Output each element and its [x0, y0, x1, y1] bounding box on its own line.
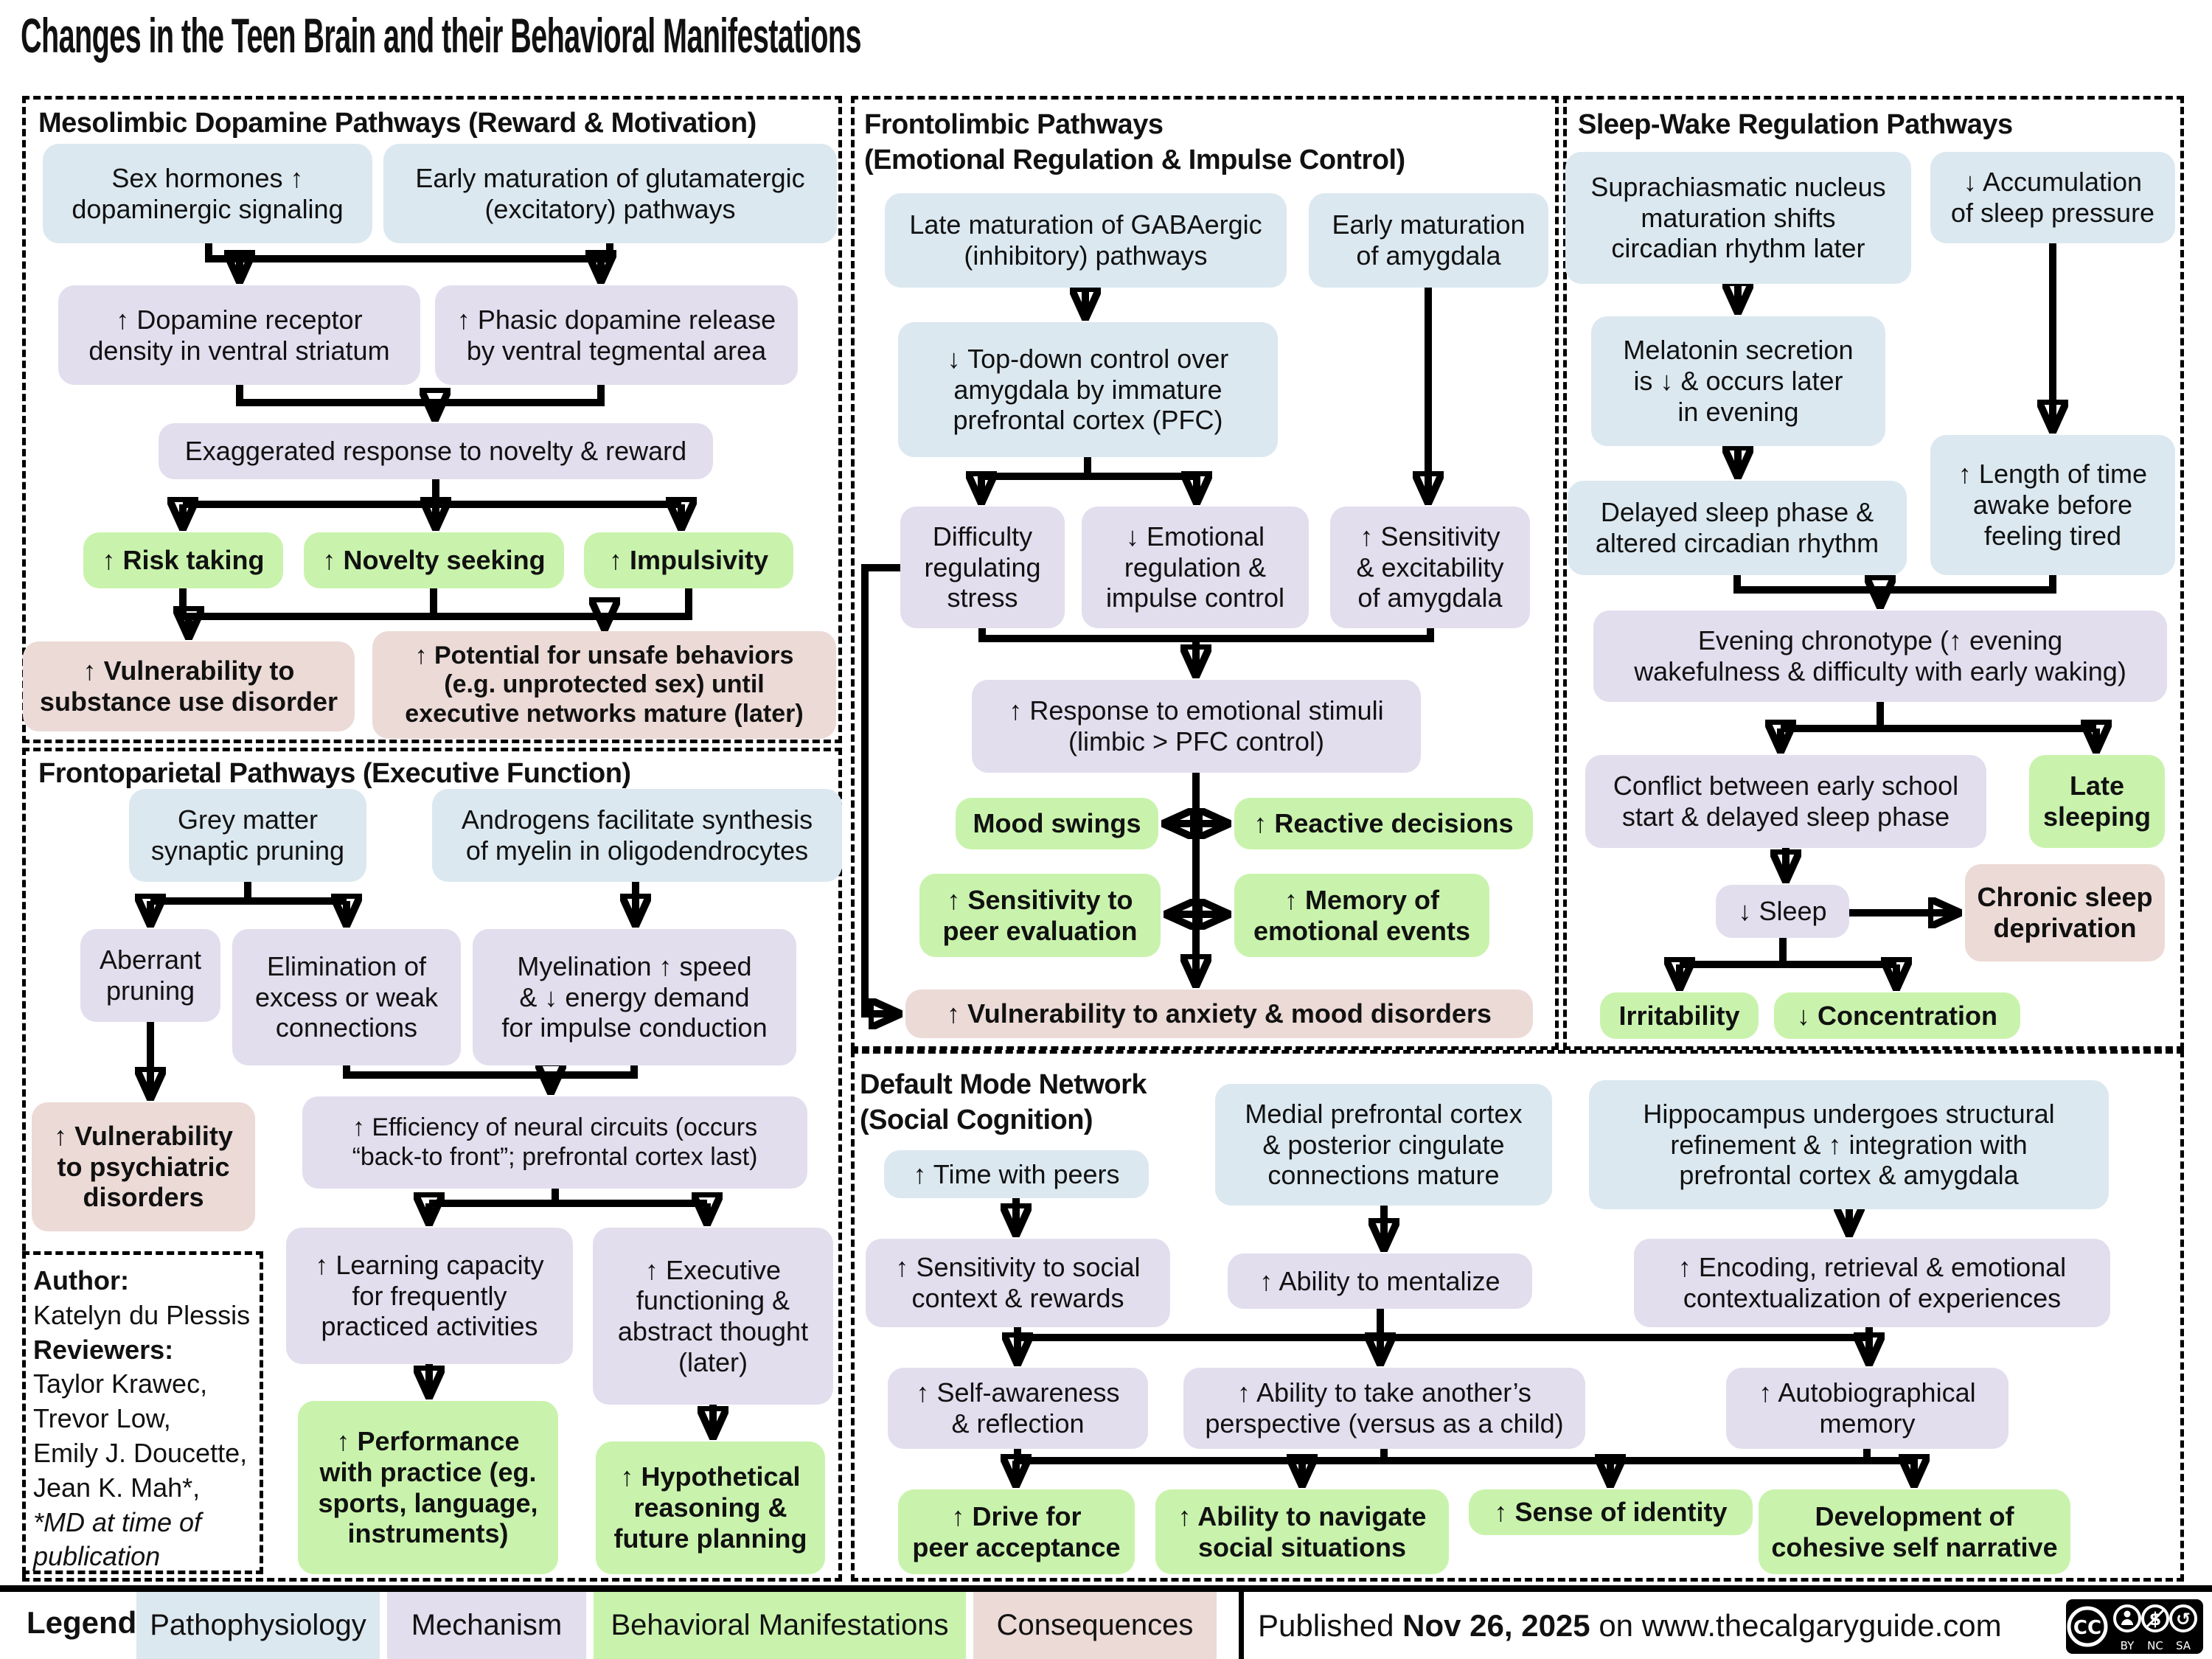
node-risk-taking: ↑ Risk taking — [83, 532, 283, 588]
cc-sa-label: SA — [2176, 1639, 2191, 1652]
node-psychiatric: ↑ Vulnerability to psychiatric disorders — [32, 1102, 255, 1231]
author-note: *MD at time of publication — [33, 1506, 202, 1572]
node-response-stimuli: ↑ Response to emotional stimuli (limbic … — [972, 680, 1421, 773]
node-sensitivity-amygdala: ↑ Sensitivity & excitability of amygdala — [1330, 507, 1530, 628]
node-learning-capacity: ↑ Learning capacity for frequently pract… — [286, 1228, 573, 1364]
node-sense-identity: ↑ Sense of identity — [1469, 1489, 1753, 1535]
legend-pathophysiology: Pathophysiology — [136, 1592, 380, 1659]
footer-divider-line — [0, 1585, 2212, 1592]
node-substance-use: ↑ Vulnerability to substance use disorde… — [23, 641, 355, 731]
sharealike-icon: ↺ — [2169, 1604, 2197, 1632]
node-length-awake: ↑ Length of time awake before feeling ti… — [1930, 435, 2175, 575]
node-elimination: Elimination of excess or weak connection… — [232, 929, 461, 1065]
cc-icon: CC — [2067, 1606, 2108, 1647]
node-drive-peer: ↑ Drive for peer acceptance — [898, 1489, 1135, 1574]
node-hypothetical-reasoning: ↑ Hypothetical reasoning & future planni… — [596, 1441, 825, 1574]
node-conflict-school: Conflict between early school start & de… — [1585, 755, 1986, 848]
node-myelination: Myelination ↑ speed & ↓ energy demand fo… — [473, 929, 796, 1065]
legend-mechanism: Mechanism — [387, 1592, 586, 1659]
legend-label: Legend: — [27, 1605, 147, 1640]
panel-mesolimbic — [22, 96, 842, 743]
node-gabaergic: Late maturation of GABAergic (inhibitory… — [885, 193, 1287, 288]
node-encoding: ↑ Encoding, retrieval & emotional contex… — [1634, 1239, 2110, 1327]
author-label: Author: — [33, 1265, 129, 1295]
node-mentalize: ↑ Ability to mentalize — [1228, 1253, 1532, 1309]
node-less-sleep: ↓ Sleep — [1716, 885, 1849, 938]
published-text: Published Nov 26, 2025 on www.thecalgary… — [1258, 1607, 2002, 1643]
node-concentration: ↓ Concentration — [1774, 992, 2020, 1039]
node-perspective: ↑ Ability to take another’s perspective … — [1183, 1368, 1585, 1449]
panel-default-mode — [851, 1050, 2184, 1582]
node-aberrant-pruning: Aberrant pruning — [80, 929, 220, 1022]
sleep-wake-title: Sleep-Wake Regulation Pathways — [1578, 109, 2013, 140]
node-medial-pfc: Medial prefrontal cortex & posterior cin… — [1215, 1084, 1552, 1206]
node-peer-evaluation: ↑ Sensitivity to peer evaluation — [919, 874, 1161, 957]
default-mode-title-line2: (Social Cognition) — [860, 1105, 1093, 1135]
node-executive-functioning: ↑ Executive functioning & abstract thoug… — [593, 1228, 833, 1405]
cc-by-label: BY — [2121, 1639, 2135, 1652]
legend-footer-separator — [1239, 1592, 1244, 1659]
node-glutamatergic: Early maturation of glutamatergic (excit… — [383, 144, 837, 243]
node-top-down-control: ↓ Top-down control over amygdala by imma… — [898, 322, 1278, 457]
legend-row: Legend: Pathophysiology Mechanism Behavi… — [0, 1592, 2212, 1659]
panel-frontolimbic — [851, 96, 1559, 1050]
frontolimbic-title-line2: (Emotional Regulation & Impulse Control) — [864, 145, 1405, 175]
default-mode-title-line1: Default Mode Network — [860, 1069, 1147, 1100]
panel-sleep-wake — [1563, 96, 2184, 1050]
node-evening-chronotype: Evening chronotype (↑ evening wakefulnes… — [1593, 611, 2167, 702]
node-irritability: Irritability — [1600, 992, 1759, 1039]
node-grey-matter: Grey matter synaptic pruning — [129, 789, 366, 882]
node-self-awareness: ↑ Self-awareness & reflection — [888, 1368, 1148, 1449]
node-performance-practice: ↑ Performance with practice (eg. sports,… — [298, 1401, 558, 1574]
node-hippocampus: Hippocampus undergoes structural refinem… — [1589, 1080, 2109, 1209]
node-late-sleeping: Late sleeping — [2029, 755, 2165, 848]
node-sex-hormones: Sex hormones ↑ dopaminergic signaling — [43, 144, 372, 243]
legend-consequences: Consequences — [973, 1592, 1217, 1659]
node-self-narrative: Development of cohesive self narrative — [1759, 1489, 2070, 1574]
reviewers-label: Reviewers: — [33, 1334, 174, 1365]
cc-nc-label: NC — [2147, 1639, 2163, 1652]
svg-text:↺: ↺ — [2176, 1609, 2191, 1630]
node-chronic-deprivation: Chronic sleep deprivation — [1965, 864, 2165, 961]
panel-frontoparietal — [22, 748, 842, 1582]
node-social-context: ↑ Sensitivity to social context & reward… — [866, 1239, 1170, 1327]
reviewer-name: Emily J. Doucette, — [33, 1437, 248, 1468]
node-unsafe-behaviors: ↑ Potential for unsafe behaviors (e.g. u… — [372, 631, 836, 739]
node-memory-events: ↑ Memory of emotional events — [1234, 874, 1489, 957]
node-difficulty-stress: Difficulty regulating stress — [900, 507, 1065, 628]
noncommercial-icon: $ — [2141, 1604, 2169, 1632]
author-name: Katelyn du Plessis — [33, 1299, 251, 1330]
node-amygdala-maturation: Early maturation of amygdala — [1309, 193, 1548, 288]
node-time-peers: ↑ Time with peers — [884, 1150, 1149, 1198]
node-reactive-decisions: ↑ Reactive decisions — [1234, 798, 1533, 849]
node-anxiety-mood: ↑ Vulnerability to anxiety & mood disord… — [905, 990, 1533, 1038]
node-melatonin: Melatonin secretion is ↓ & occurs later … — [1591, 316, 1885, 446]
node-exaggerated-response: Exaggerated response to novelty & reward — [159, 423, 713, 479]
reviewer-name: Taylor Krawec, — [33, 1368, 208, 1399]
node-navigate-social: ↑ Ability to navigate social situations — [1155, 1489, 1449, 1574]
author-box: Author: Katelyn du Plessis Reviewers: Ta… — [22, 1251, 263, 1574]
attribution-icon — [2113, 1604, 2141, 1632]
node-autobiographical: ↑ Autobiographical memory — [1726, 1368, 2008, 1449]
mesolimbic-title: Mesolimbic Dopamine Pathways (Reward & M… — [38, 108, 757, 139]
node-dopamine-receptor: ↑ Dopamine receptor density in ventral s… — [58, 285, 420, 385]
reviewer-name: Trevor Low, — [33, 1403, 171, 1434]
node-suprachiasmatic: Suprachiasmatic nucleus maturation shift… — [1565, 152, 1911, 284]
node-phasic-dopamine: ↑ Phasic dopamine release by ventral teg… — [435, 285, 798, 385]
node-emotional-regulation: ↓ Emotional regulation & impulse control — [1082, 507, 1309, 628]
legend-behavioral: Behavioral Manifestations — [594, 1592, 966, 1659]
node-novelty-seeking: ↑ Novelty seeking — [304, 532, 564, 588]
page-title: Changes in the Teen Brain and their Beha… — [21, 8, 861, 63]
cc-license-badge: CC $ ↺ BY NC SA — [2065, 1598, 2205, 1659]
node-mood-swings: Mood swings — [956, 798, 1158, 849]
node-delayed-phase: Delayed sleep phase & altered circadian … — [1568, 481, 1907, 575]
reviewer-name: Jean K. Mah*, — [33, 1472, 201, 1503]
frontoparietal-title: Frontoparietal Pathways (Executive Funct… — [38, 758, 631, 789]
node-sleep-pressure: ↓ Accumulation of sleep pressure — [1930, 152, 2175, 243]
frontolimbic-title-line1: Frontolimbic Pathways — [864, 109, 1164, 140]
svg-text:CC: CC — [2073, 1617, 2101, 1639]
node-efficiency: ↑ Efficiency of neural circuits (occurs … — [302, 1096, 807, 1189]
node-androgens: Androgens facilitate synthesis of myelin… — [432, 789, 842, 882]
node-impulsivity: ↑ Impulsivity — [584, 532, 793, 588]
